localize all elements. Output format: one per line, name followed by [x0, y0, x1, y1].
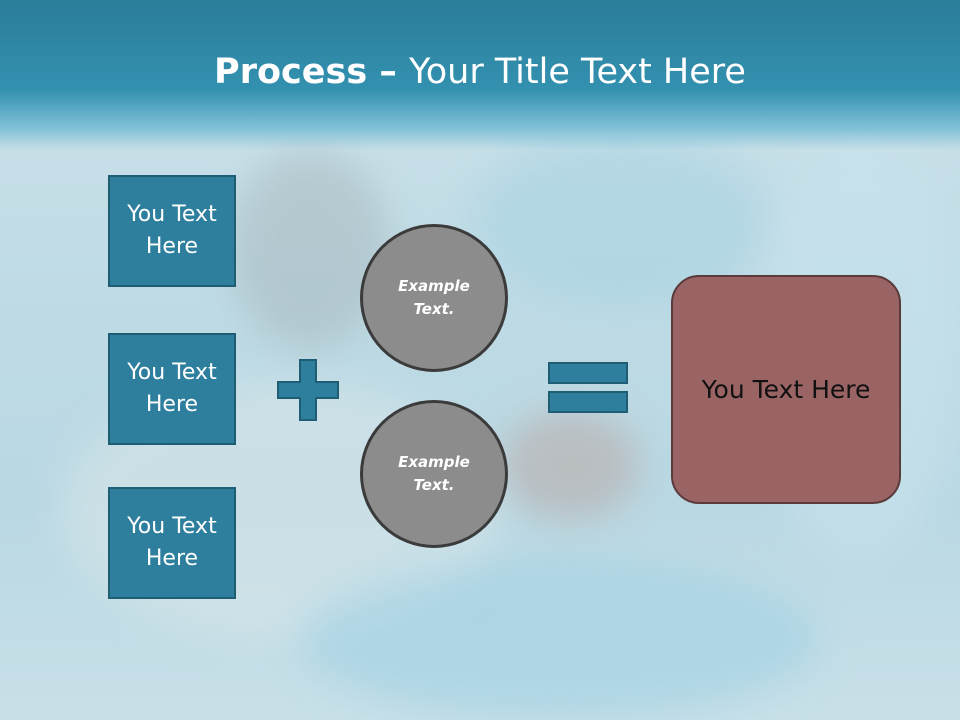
- result-box: You Text Here: [671, 275, 901, 504]
- input-box-line: Here: [145, 234, 199, 259]
- background-shape: [500, 410, 640, 520]
- circle-line: Example: [398, 277, 470, 295]
- circle-line: Text.: [413, 476, 455, 494]
- input-box-line: Here: [145, 546, 199, 571]
- circle-line: Text.: [413, 300, 455, 318]
- slide-title: Process – Your Title Text Here: [0, 52, 960, 92]
- title-rest: Your Title Text Here: [409, 52, 746, 92]
- input-box-line: Here: [145, 392, 199, 417]
- title-bold: Process: [214, 52, 368, 92]
- input-box-line: You Text: [127, 360, 217, 385]
- title-banner: [0, 0, 960, 150]
- plus-icon: [277, 359, 339, 421]
- equals-icon: [548, 362, 628, 413]
- input-box-line: You Text: [127, 202, 217, 227]
- background-shape: [300, 560, 820, 720]
- circle-line: Example: [398, 453, 470, 471]
- title-dash: –: [367, 52, 410, 92]
- input-box-line: You Text: [127, 514, 217, 539]
- result-label: You Text Here: [701, 375, 871, 404]
